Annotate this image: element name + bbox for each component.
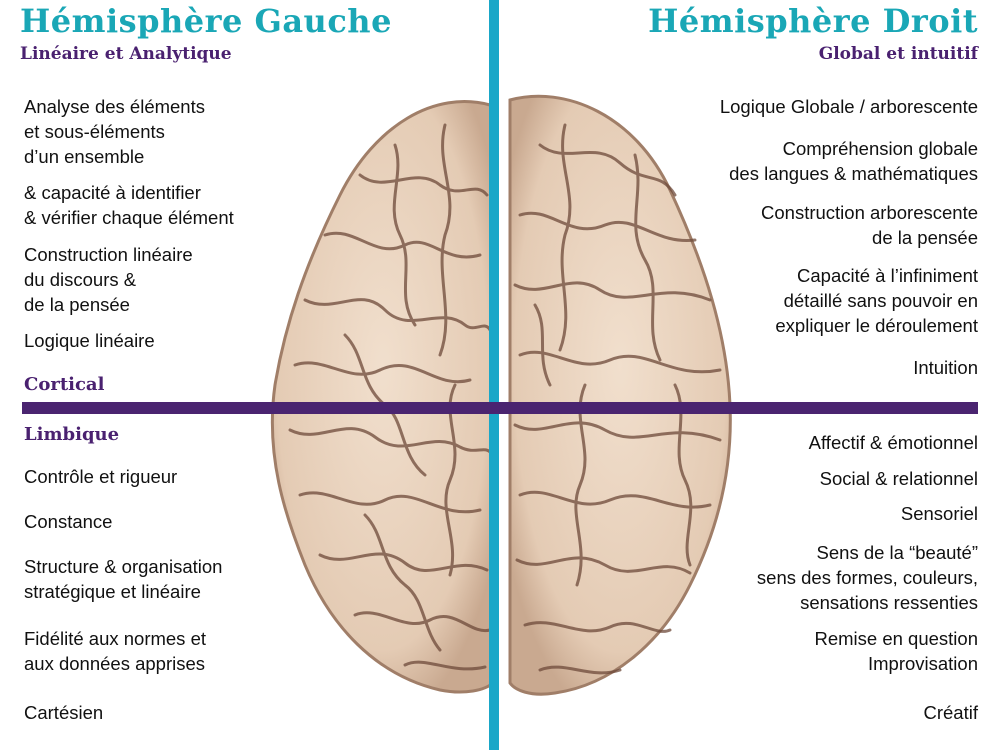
limbic-label: Limbique — [24, 424, 120, 445]
left-item-structure: Structure & organisation stratégique et … — [24, 556, 223, 602]
right-item-intuition: Intuition — [913, 357, 978, 378]
right-item-comprehension: Compréhension globale des langues & math… — [729, 138, 978, 184]
right-item-sensory: Sensoriel — [900, 503, 978, 524]
cortical-label: Cortical — [24, 374, 105, 395]
right-item-detail: Capacité à l’infiniment détaillé sans po… — [775, 265, 978, 336]
right-item-questioning: Remise en question Improvisation — [814, 628, 978, 674]
right-item-social: Social & relationnel — [819, 468, 978, 489]
left-item-constance: Constance — [24, 511, 113, 532]
right-item-global-logic: Logique Globale / arborescente — [719, 96, 978, 117]
left-hemisphere-subtitle: Linéaire et Analytique — [20, 44, 232, 64]
right-hemisphere-title: Hémisphère Droit — [648, 2, 978, 40]
right-item-creative: Créatif — [923, 702, 979, 723]
hemisphere-divider — [489, 0, 499, 750]
right-item-tree-construction: Construction arborescente de la pensée — [761, 202, 978, 248]
left-hemisphere-title: Hémisphère Gauche — [20, 2, 392, 40]
right-item-affective: Affectif & émotionnel — [808, 432, 978, 453]
right-item-beauty: Sens de la “beauté” sens des formes, cou… — [756, 542, 978, 613]
cortical-limbic-divider — [22, 402, 978, 414]
left-item-cartesian: Cartésien — [24, 702, 104, 723]
left-item-fidelity: Fidélité aux normes et aux données appri… — [24, 628, 207, 674]
right-hemisphere-subtitle: Global et intuitif — [818, 44, 978, 64]
left-item-analysis: Analyse des éléments et sous-éléments d’… — [24, 96, 205, 167]
left-item-control: Contrôle et rigueur — [24, 466, 178, 487]
right-hemisphere-shape — [508, 94, 732, 696]
left-item-linear-construction: Construction linéaire du discours & de l… — [24, 244, 193, 315]
left-item-linear-logic: Logique linéaire — [24, 330, 155, 351]
brain-illustration — [270, 94, 732, 696]
left-item-identify: & capacité à identifier & vérifier chaqu… — [24, 182, 234, 228]
